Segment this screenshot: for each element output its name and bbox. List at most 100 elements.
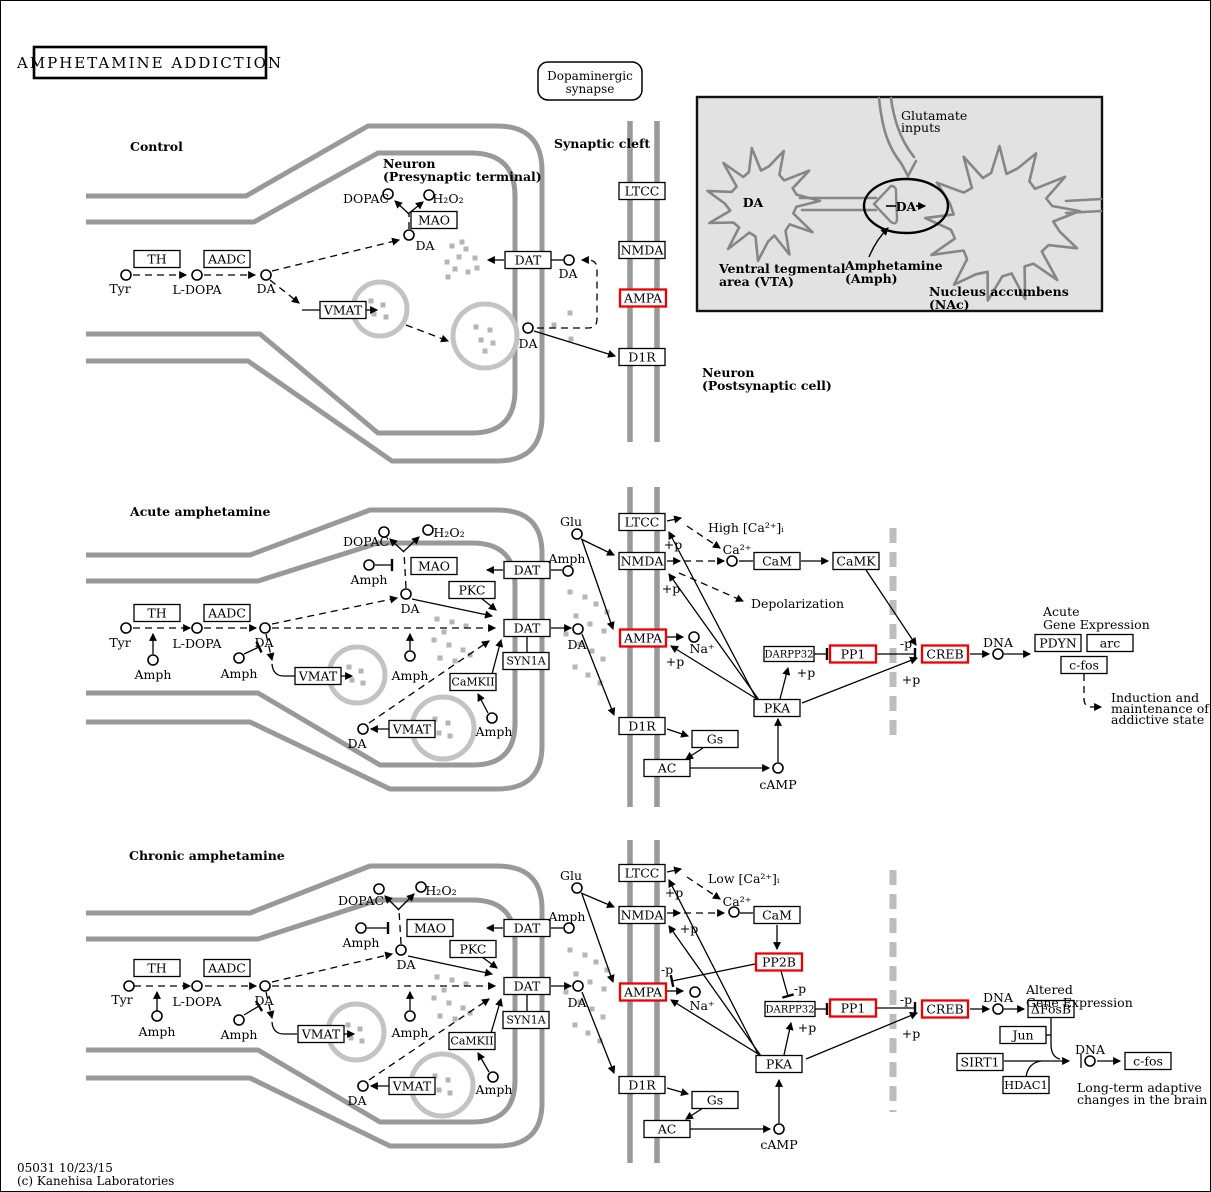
compound-acute-DNA[interactable] <box>992 648 1004 660</box>
node-box-chronic-SIRT1[interactable] <box>956 1052 1004 1072</box>
node-box-acute-DAT-top[interactable] <box>503 560 551 580</box>
node-control-LTCC[interactable]: LTCC <box>618 181 666 201</box>
compound-chronic-Amph-2[interactable] <box>233 1014 245 1026</box>
node-control-MAO[interactable]: MAO <box>410 210 458 230</box>
compound-acute-Amph-1[interactable] <box>147 654 159 666</box>
node-chronic-TH[interactable]: TH <box>133 958 181 978</box>
node-box-acute-PKA[interactable] <box>753 698 801 718</box>
node-control-VMAT[interactable]: VMAT <box>319 300 367 320</box>
compound-acute-Amph-3[interactable] <box>363 559 375 571</box>
node-box-chronic-DARPP32[interactable] <box>764 1000 816 1018</box>
node-box-acute-AADC[interactable] <box>203 603 251 623</box>
node-chronic-CaM[interactable]: CaM <box>753 905 801 925</box>
node-box-acute-Gs[interactable] <box>691 729 739 749</box>
compound-chronic-H2O2[interactable] <box>415 881 427 893</box>
compound-chronic-DOPAC[interactable] <box>373 883 385 895</box>
node-chronic-cfos[interactable]: c-fos <box>1124 1051 1172 1071</box>
node-chronic-dFosB[interactable]: ΔFosB <box>1027 999 1075 1019</box>
node-box-chronic-AC[interactable] <box>643 1119 691 1139</box>
node-chronic-PKC[interactable]: PKC <box>449 939 497 959</box>
compound-chronic-LDOPA[interactable] <box>191 980 203 992</box>
compound-control-H2O2[interactable] <box>423 189 435 201</box>
node-box-acute-arc[interactable] <box>1086 633 1134 653</box>
compound-chronic-DA-3[interactable] <box>357 1080 369 1092</box>
node-acute-AMPA[interactable]: AMPA <box>618 628 668 648</box>
node-box-acute-CaMKII[interactable] <box>449 672 497 692</box>
node-acute-D1R[interactable]: D1R <box>618 716 666 736</box>
node-box-chronic-SYN1A[interactable] <box>502 1010 550 1030</box>
node-acute-DAT-top[interactable]: DAT <box>503 560 551 580</box>
node-chronic-PP2B[interactable]: PP2B <box>754 952 804 972</box>
node-box-control-NMDA[interactable] <box>618 240 666 260</box>
compound-chronic-Amph-6[interactable] <box>563 922 575 934</box>
node-acute-cfos[interactable]: c-fos <box>1060 655 1108 675</box>
node-box-chronic-PKA[interactable] <box>755 1054 803 1074</box>
node-acute-DAT[interactable]: DAT <box>503 618 551 638</box>
node-control-AMPA[interactable]: AMPA <box>618 288 668 308</box>
node-box-chronic-CaMKII[interactable] <box>448 1031 496 1051</box>
node-chronic-SYN1A[interactable]: SYN1A <box>502 1010 550 1030</box>
node-chronic-NMDA[interactable]: NMDA <box>618 905 666 925</box>
node-chronic-HDAC1[interactable]: HDAC1 <box>1002 1075 1050 1095</box>
node-acute-CaM[interactable]: CaM <box>753 551 801 571</box>
node-box-chronic-AADC[interactable] <box>203 958 251 978</box>
node-box-chronic-PP1[interactable] <box>828 998 878 1018</box>
node-box-acute-NMDA[interactable] <box>618 551 666 571</box>
compound-acute-Glu[interactable] <box>571 528 583 540</box>
node-chronic-AMPA[interactable]: AMPA <box>618 982 668 1002</box>
node-box-acute-TH[interactable] <box>133 603 181 623</box>
node-chronic-PKA[interactable]: PKA <box>755 1054 803 1074</box>
compound-acute-Ca[interactable] <box>726 555 738 567</box>
compound-acute-Amph-2[interactable] <box>233 652 245 664</box>
compound-control-DA-3[interactable] <box>563 254 575 266</box>
node-acute-SYN1A[interactable]: SYN1A <box>502 651 550 671</box>
node-acute-NMDA[interactable]: NMDA <box>618 551 666 571</box>
node-box-chronic-AMPA[interactable] <box>618 982 668 1002</box>
node-chronic-DAT-top[interactable]: DAT <box>503 918 551 938</box>
compound-chronic-Amph-4[interactable] <box>404 1010 416 1022</box>
node-box-chronic-MAO[interactable] <box>406 918 454 938</box>
node-acute-CaMKII[interactable]: CaMKII <box>449 672 497 692</box>
compound-chronic-Tyr[interactable] <box>123 980 135 992</box>
node-chronic-SIRT1[interactable]: SIRT1 <box>956 1052 1004 1072</box>
node-control-D1R[interactable]: D1R <box>618 347 666 367</box>
node-box-chronic-VMAT-2[interactable] <box>388 1076 436 1096</box>
compound-chronic-cAMP[interactable] <box>773 1123 785 1135</box>
node-acute-PDYN[interactable]: PDYN <box>1034 633 1082 653</box>
node-box-chronic-Jun[interactable] <box>999 1025 1047 1045</box>
node-acute-VMAT-2[interactable]: VMAT <box>388 719 436 739</box>
compound-chronic-DNA-1[interactable] <box>992 1003 1004 1015</box>
compound-acute-Amph-6[interactable] <box>562 565 574 577</box>
node-box-chronic-CaM[interactable] <box>753 905 801 925</box>
node-acute-DARPP32[interactable]: DARPP32 <box>763 645 815 663</box>
node-chronic-LTCC[interactable]: LTCC <box>618 863 666 883</box>
compound-acute-cAMP[interactable] <box>772 762 784 774</box>
compound-acute-DA-4[interactable] <box>572 623 584 635</box>
node-box-acute-LTCC[interactable] <box>618 512 666 532</box>
compound-acute-Amph-4[interactable] <box>404 650 416 662</box>
node-acute-VMAT-1[interactable]: VMAT <box>294 666 342 686</box>
compound-control-DA-2[interactable] <box>403 229 415 241</box>
compound-chronic-DNA-2[interactable] <box>1084 1055 1096 1067</box>
node-box-acute-AMPA[interactable] <box>618 628 668 648</box>
node-box-acute-CaMK[interactable] <box>832 551 880 571</box>
compound-chronic-Amph-3[interactable] <box>355 922 367 934</box>
compound-control-DA-4[interactable] <box>522 322 534 334</box>
node-acute-PKA[interactable]: PKA <box>753 698 801 718</box>
node-box-chronic-NMDA[interactable] <box>618 905 666 925</box>
node-acute-CREB[interactable]: CREB <box>920 644 970 664</box>
node-box-acute-MAO[interactable] <box>410 556 458 576</box>
node-control-TH[interactable]: TH <box>133 249 181 269</box>
compound-chronic-DA-1[interactable] <box>259 980 271 992</box>
compound-acute-Na[interactable] <box>688 631 700 643</box>
node-box-control-DAT[interactable] <box>504 250 552 270</box>
node-box-acute-PKC[interactable] <box>448 580 496 600</box>
node-box-acute-DAT[interactable] <box>503 618 551 638</box>
compound-chronic-Amph-1[interactable] <box>151 1010 163 1022</box>
node-control-DAT[interactable]: DAT <box>504 250 552 270</box>
node-box-chronic-DAT[interactable] <box>503 976 551 996</box>
node-chronic-Jun[interactable]: Jun <box>999 1025 1047 1045</box>
node-control-NMDA[interactable]: NMDA <box>618 240 666 260</box>
node-box-control-D1R[interactable] <box>618 347 666 367</box>
